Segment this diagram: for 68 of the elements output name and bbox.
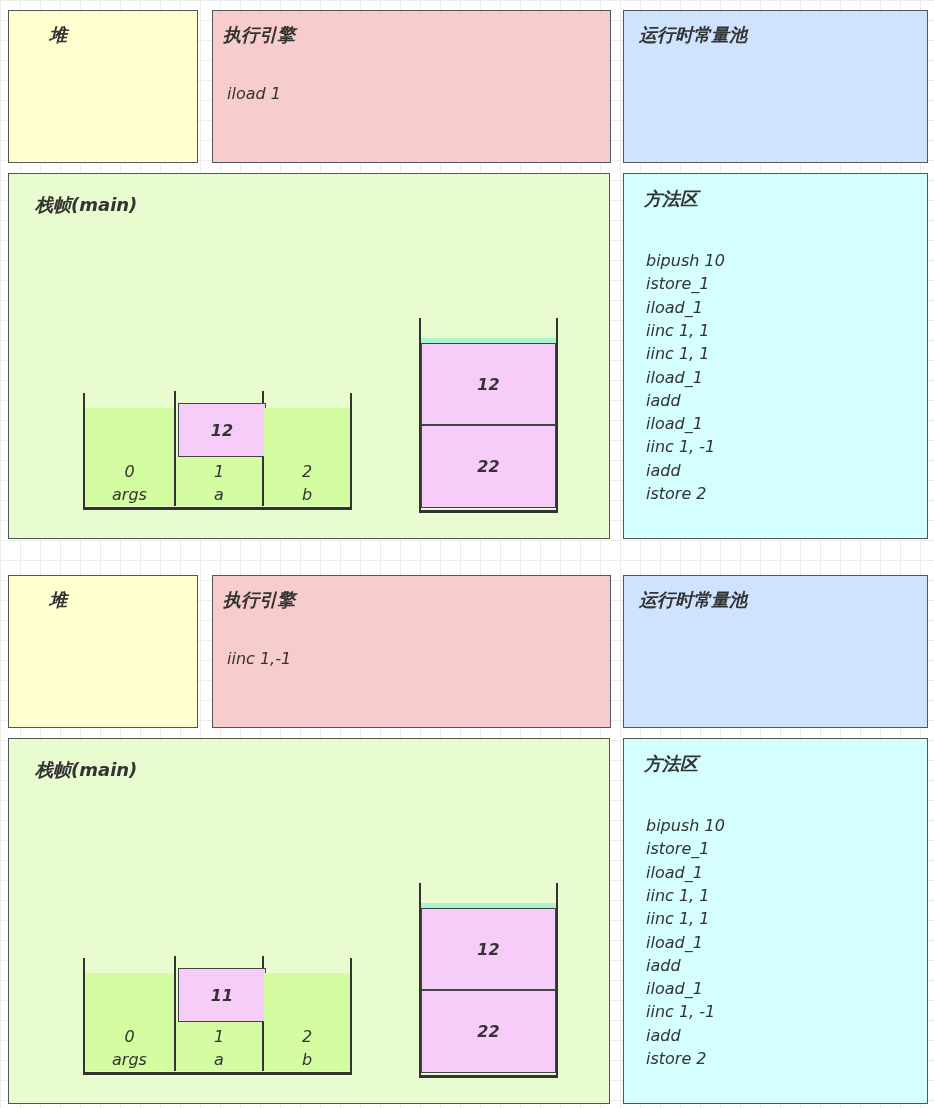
value-cell: 22: [421, 990, 556, 1073]
slot-index: 1: [212, 1026, 226, 1048]
bytecode-line: iload_1: [646, 932, 703, 952]
bytecode-line: iload_1: [646, 862, 703, 882]
local-variable-table: [83, 958, 352, 1075]
variable-name: a: [213, 484, 225, 506]
bytecode-line: iadd: [646, 955, 681, 975]
method-area-box: [623, 738, 928, 1104]
variable-slot: [85, 973, 174, 1071]
slot-index: 2: [300, 461, 314, 483]
variable-name: b: [300, 484, 314, 506]
variable-slot: [264, 973, 350, 1071]
constant-pool-box: [623, 10, 928, 163]
variable-slot: [174, 956, 264, 1071]
instruction-text: iload 1: [227, 84, 281, 103]
value-cell: 22: [421, 425, 556, 508]
execution-engine-box: [212, 575, 611, 728]
heap-box: [8, 575, 198, 728]
variable-name: b: [300, 1049, 314, 1071]
slot-index: 0: [123, 1026, 136, 1048]
bytecode-line: iinc 1, 1: [646, 320, 710, 340]
instruction-text: iinc 1,-1: [227, 649, 292, 668]
value-cell: 12: [421, 343, 556, 425]
heap-box: [8, 10, 198, 163]
value-cell: 12: [178, 403, 266, 457]
bytecode-line: iload_1: [646, 979, 703, 999]
variable-name: args: [111, 1049, 148, 1071]
variable-slot: [85, 408, 174, 506]
bytecode-line: istore_1: [646, 839, 710, 859]
variable-slot: [264, 408, 350, 506]
bytecode-line: iinc 1, 1: [646, 909, 710, 929]
bytecode-line: iinc 1, -1: [646, 1002, 716, 1022]
variable-name: a: [213, 1049, 225, 1071]
box-title: 栈帧(main): [35, 758, 138, 782]
bytecode-line: istore_1: [646, 274, 710, 294]
bytecode-line: iload_1: [646, 297, 703, 317]
method-area-box: [623, 173, 928, 539]
execution-engine-box: [212, 10, 611, 163]
bytecode-line: iadd: [646, 1025, 681, 1045]
box-title: 堆: [49, 23, 67, 47]
bytecode-line: iadd: [646, 390, 681, 410]
value-cell: 11: [178, 968, 266, 1022]
operand-stack: [419, 318, 558, 513]
operand-stack: [419, 883, 558, 1078]
value-cell: 12: [421, 908, 556, 990]
bytecode-line: iinc 1, -1: [646, 437, 716, 457]
box-title: 运行时常量池: [639, 23, 747, 47]
box-title: 堆: [49, 588, 67, 612]
variable-name: args: [111, 484, 148, 506]
bytecode-line: bipush 10: [646, 251, 725, 270]
slot-index: 0: [123, 461, 136, 483]
box-title: 运行时常量池: [639, 588, 747, 612]
bytecode-line: iadd: [646, 460, 681, 480]
stack-frame-box: [8, 173, 610, 539]
local-variable-table: [83, 393, 352, 510]
slot-index: 1: [212, 461, 226, 483]
bytecode-line: iinc 1, 1: [646, 344, 710, 364]
bytecode-line: bipush 10: [646, 816, 725, 835]
stack-frame-box: [8, 738, 610, 1104]
bytecode-line: istore 2: [646, 484, 707, 503]
box-title: 栈帧(main): [35, 193, 138, 217]
slot-index: 2: [300, 1026, 314, 1048]
bytecode-line: iload_1: [646, 414, 703, 434]
variable-slot: [174, 391, 264, 506]
bytecode-line: istore 2: [646, 1049, 707, 1068]
bytecode-line: iinc 1, 1: [646, 885, 710, 905]
constant-pool-box: [623, 575, 928, 728]
bytecode-line: iload_1: [646, 367, 703, 387]
